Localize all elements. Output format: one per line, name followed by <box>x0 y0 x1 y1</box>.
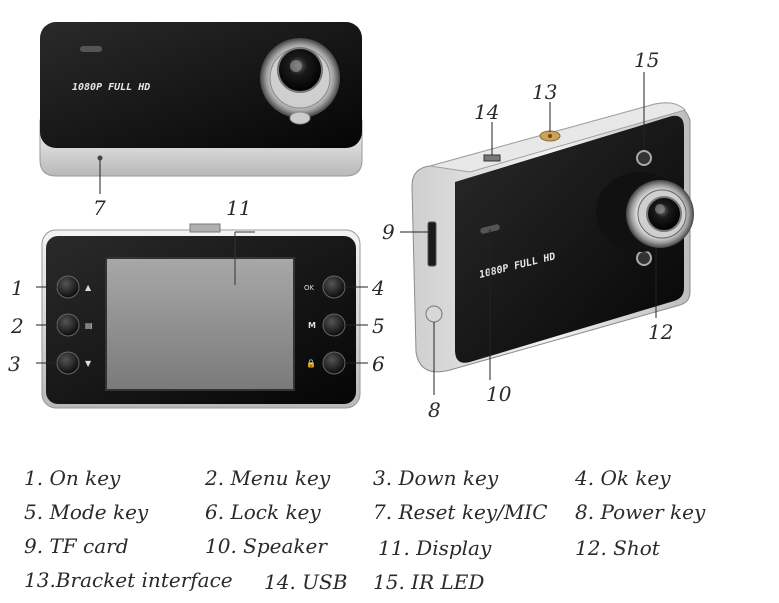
lock-key-symbol: 🔒 <box>306 359 316 368</box>
legend-item-3: 3. Down key <box>373 466 499 490</box>
callout-4: 4 <box>372 276 385 300</box>
callout-10: 10 <box>486 382 512 406</box>
callout-13: 13 <box>532 80 558 104</box>
legend-item-12: 12. Shot <box>575 536 660 560</box>
model-text-top: 1080P FULL HD <box>72 82 150 93</box>
legend-item-9: 9. TF card <box>24 534 129 558</box>
legend-item-11: 11. Display <box>378 536 492 560</box>
callout-12: 12 <box>648 320 674 344</box>
mode-key-symbol: M <box>308 321 316 330</box>
device-top-view: 1080P FULL HD <box>39 22 363 194</box>
device-angled-view: 1080P FULL HD <box>400 72 694 395</box>
callout-14: 14 <box>474 100 500 124</box>
legend-item-2: 2. Menu key <box>205 466 331 490</box>
legend-item-13: 13.Bracket interface <box>24 568 233 592</box>
legend-item-4: 4. Ok key <box>575 466 671 490</box>
legend-item-5: 5. Mode key <box>24 500 149 524</box>
callout-5: 5 <box>372 314 385 338</box>
callout-1: 1 <box>11 276 24 300</box>
legend-item-14: 14. USB <box>264 570 348 594</box>
legend-item-7: 7. Reset key/MIC <box>373 500 548 524</box>
callout-15: 15 <box>634 48 660 72</box>
callout-8: 8 <box>428 398 441 422</box>
ok-key-symbol: OK <box>304 284 315 292</box>
callout-9: 9 <box>382 220 395 244</box>
menu-key-symbol: ▤ <box>85 321 93 330</box>
legend-item-6: 6. Lock key <box>205 500 321 524</box>
callout-2: 2 <box>11 314 24 338</box>
legend-item-15: 15. IR LED <box>373 570 485 594</box>
device-front-view: ▲ ▤ ▼ OK M 🔒 <box>36 223 368 409</box>
callout-6: 6 <box>372 352 385 376</box>
legend-item-1: 1. On key <box>24 466 121 490</box>
down-key-symbol: ▼ <box>85 359 92 368</box>
legend-item-8: 8. Power key <box>575 500 706 524</box>
callout-3: 3 <box>8 352 21 376</box>
callout-7: 7 <box>93 196 106 220</box>
callout-11: 11 <box>226 196 252 220</box>
legend-item-10: 10. Speaker <box>205 534 327 558</box>
on-key-symbol: ▲ <box>85 283 92 292</box>
